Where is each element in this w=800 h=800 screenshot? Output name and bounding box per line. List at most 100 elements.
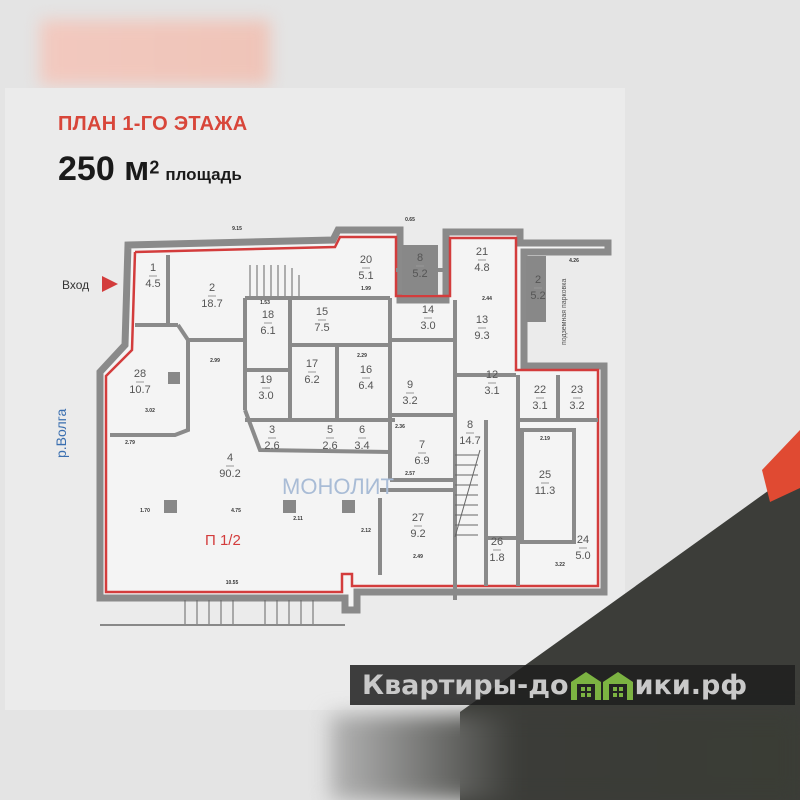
site-logo: Квартиры-до ики.рф <box>350 665 795 705</box>
room-area: 3.2 <box>402 395 417 407</box>
room-25: 25 11.3 <box>535 469 556 497</box>
room-number: 2 <box>209 282 215 294</box>
river-label: р.Волга <box>53 409 69 458</box>
room-22: 223.1 <box>532 384 547 412</box>
room-20: 205.1 <box>358 254 373 282</box>
room-8: 814.7 <box>459 419 480 447</box>
room-5: 52.6 <box>322 424 337 452</box>
toilet-core <box>402 245 438 295</box>
dimension-label: 2.12 <box>361 528 371 534</box>
room-area: 6.1 <box>260 325 275 337</box>
room-number: 25 <box>539 469 551 481</box>
room-area: 5.1 <box>358 270 373 282</box>
room-number: 8 <box>417 252 423 264</box>
blurred-banner <box>40 20 270 85</box>
room-number: 23 <box>571 384 583 396</box>
room-area: 1.8 <box>489 552 504 564</box>
room-16: 166.4 <box>358 364 373 392</box>
room-area: 5.0 <box>575 550 590 562</box>
dimension-label: 2.11 <box>293 516 303 522</box>
room-area: 3.1 <box>484 385 499 397</box>
room-area: 3.1 <box>532 400 547 412</box>
room-27: 279.2 <box>410 512 425 540</box>
room-area: 3.0 <box>258 390 273 402</box>
room-number: 8 <box>467 419 473 431</box>
room-21: 214.8 <box>474 246 489 274</box>
room-area: 3.0 <box>420 320 435 332</box>
unit-label: П 1/2 <box>205 532 241 549</box>
entrance-arrow-icon <box>102 276 118 292</box>
room-number: 22 <box>534 384 546 396</box>
dimension-label: 2.49 <box>413 554 423 560</box>
area-value: 250 м <box>58 150 150 188</box>
room-number: 12 <box>486 369 498 381</box>
room-area: 90.2 <box>219 468 240 480</box>
room-4: 490.2 <box>219 452 240 480</box>
watermark: МОНОЛИТ <box>282 474 394 499</box>
room-number: 6 <box>359 424 365 436</box>
room-area: 5.2 <box>412 268 427 280</box>
room-number: 7 <box>419 439 425 451</box>
room-number: 15 <box>316 306 328 318</box>
room-number: 17 <box>306 358 318 370</box>
room-15: 157.5 <box>314 306 329 334</box>
room-area: 2.6 <box>322 440 337 452</box>
blurred-footer <box>330 715 800 800</box>
dimension-label: 1.53 <box>260 300 270 306</box>
area-label: площадь <box>165 165 242 184</box>
room-number: 19 <box>260 374 272 386</box>
room-2: 218.7 <box>201 282 222 310</box>
room-number: 26 <box>491 536 503 548</box>
area-heading: 250 м2 площадь <box>58 150 242 189</box>
room-number: 13 <box>476 314 488 326</box>
dimension-label: 3.02 <box>145 408 155 414</box>
room-area: 7.5 <box>314 322 329 334</box>
house-icon <box>570 670 633 700</box>
logo-text-2: ики.рф <box>634 669 748 701</box>
room-number: 9 <box>407 379 413 391</box>
entrance-label: Вход <box>62 278 89 292</box>
room-19: 193.0 <box>258 374 273 402</box>
dimension-label: 1.99 <box>361 286 371 292</box>
area-sup: 2 <box>149 157 160 178</box>
dimension-label: 2.44 <box>482 296 492 302</box>
dimension-label: 0.65 <box>405 217 415 223</box>
room-number: 2 <box>535 274 541 286</box>
dimension-label: 2.57 <box>405 471 415 477</box>
room-area: 2.6 <box>264 440 279 452</box>
room-area: 6.2 <box>304 374 319 386</box>
room-area: 14.7 <box>459 435 480 447</box>
room-14: 143.0 <box>420 304 435 332</box>
room-area: 5.2 <box>530 290 545 302</box>
room-area: 18.7 <box>201 298 222 310</box>
dimension-label: 2.79 <box>125 440 135 446</box>
toilet-core <box>526 256 546 322</box>
room-17: 176.2 <box>304 358 319 386</box>
dimension-label: 1.70 <box>140 508 150 514</box>
room-7: 76.9 <box>414 439 429 467</box>
room-area: 3.2 <box>569 400 584 412</box>
logo-text-1: Квартиры-до <box>362 669 569 701</box>
parking-label: подземная парковка <box>561 279 568 345</box>
room-6: 63.4 <box>354 424 369 452</box>
room-number: 27 <box>412 512 424 524</box>
room-23: 233.2 <box>569 384 584 412</box>
dimension-label: 10.55 <box>226 580 239 586</box>
room-area: 9.3 <box>474 330 489 342</box>
room-area: 4.8 <box>474 262 489 274</box>
room-24: 245.0 <box>575 534 590 562</box>
room-number: 14 <box>422 304 434 316</box>
room-number: 1 <box>150 262 156 274</box>
room-area: 10.7 <box>129 384 150 396</box>
room-8: 85.2 <box>412 252 427 280</box>
room-12: 123.1 <box>484 369 499 397</box>
room-9: 93.2 <box>402 379 417 407</box>
room-area: 11.3 <box>535 485 556 497</box>
room-area: 6.9 <box>414 455 429 467</box>
dimension-label: 2.29 <box>357 353 367 359</box>
room-3: 32.6 <box>264 424 279 452</box>
room-number: 24 <box>577 534 589 546</box>
